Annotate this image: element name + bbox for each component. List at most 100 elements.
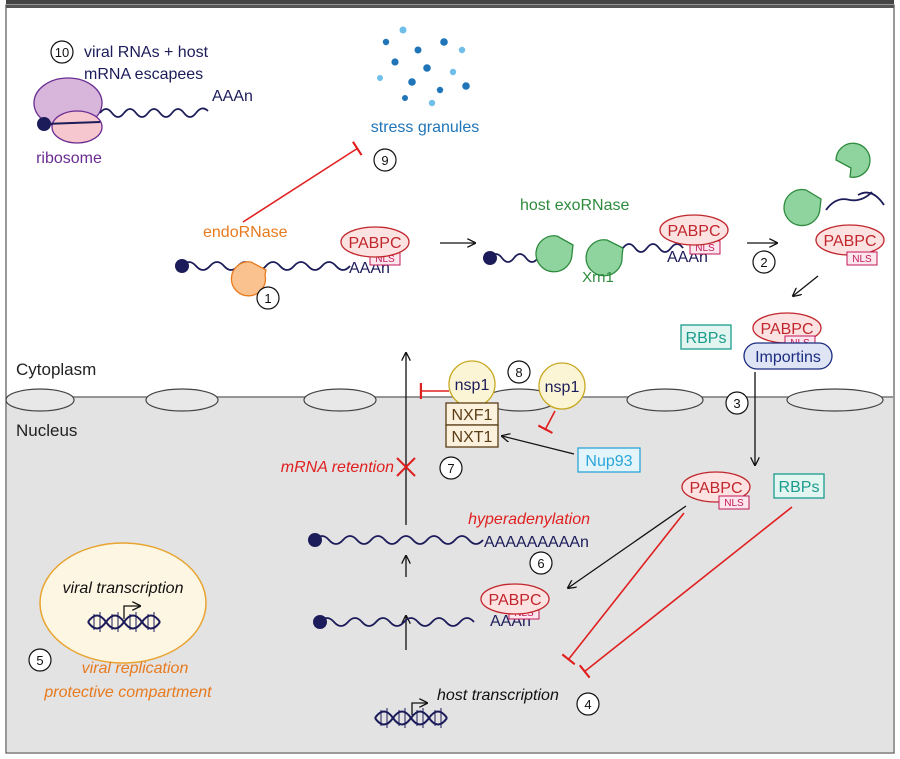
ribosome-caption-1: viral RNAs + host xyxy=(84,44,209,61)
step-7-marker xyxy=(439,456,463,480)
import-group: RBPs PABPC NLS Importins 3 xyxy=(680,312,833,465)
pabpc-shape xyxy=(681,471,751,503)
viral-compartment-group: viral transcription 5 viral replication … xyxy=(28,542,212,701)
host-transcription-label: host transcription xyxy=(437,687,559,704)
pabpc-text: PABPC xyxy=(823,233,876,250)
xrn1-label: Xrn1 xyxy=(582,269,614,286)
nup93-box xyxy=(577,447,641,473)
step-8-number: 8 xyxy=(515,365,522,380)
pabpc-text: PABPC xyxy=(760,321,813,338)
nxt1-text: NXT1 xyxy=(452,429,493,446)
nls-text: NLS xyxy=(695,243,715,254)
arrow-pabpc-to-mrna xyxy=(568,505,687,588)
pore xyxy=(5,388,75,412)
pabpc-shape xyxy=(659,214,729,246)
exornase-label: host exoRNase xyxy=(520,197,629,214)
fragment-free-1 xyxy=(825,191,873,211)
inhibition-pabpc-transcription xyxy=(561,512,685,666)
exornase-free-1 xyxy=(783,188,822,227)
long-polya: AAAAAAAAAn xyxy=(484,534,589,551)
xrn1-shape xyxy=(585,239,624,277)
arrow-to-import xyxy=(793,275,819,296)
pabpc-shape xyxy=(340,226,410,258)
nls-text: NLS xyxy=(375,254,395,265)
endornase-group: endoRNase AAAn NLS PABPC 1 xyxy=(175,224,410,310)
inhibition-nsp1-nup93 xyxy=(537,410,556,434)
endornase-label: endoRNase xyxy=(203,224,288,241)
step-6-marker xyxy=(529,551,553,575)
host-dna-icon xyxy=(374,708,448,728)
ribosome-group: AAAn ribosome 10 viral RNAs + host mRNA … xyxy=(33,40,253,167)
ribosome-small-subunit xyxy=(51,110,103,144)
nxf1-text: NXF1 xyxy=(452,407,493,424)
importins-text: Importins xyxy=(755,349,821,366)
step-6-number: 6 xyxy=(537,556,544,571)
pabpc-shape xyxy=(480,583,550,615)
nuclear-pores xyxy=(5,388,884,412)
hyperadenylation-label: hyperadenylation xyxy=(468,511,590,528)
fragment-free-2 xyxy=(857,191,885,206)
importins-shape xyxy=(743,342,833,370)
pabpc-text: PABPC xyxy=(689,480,742,497)
viral-dna-icon xyxy=(87,612,161,632)
nsp1-text-2: nsp1 xyxy=(545,379,580,396)
step-5-number: 5 xyxy=(36,653,43,668)
exornase-shape-1 xyxy=(535,235,574,273)
step-1-marker xyxy=(256,286,280,310)
step-4-marker xyxy=(576,692,600,716)
ribosome-caption-2: mRNA escapees xyxy=(84,66,203,83)
nsp1-text-1: nsp1 xyxy=(455,377,490,394)
fragment-3p xyxy=(622,243,684,253)
viral-replication-label-2: protective compartment xyxy=(43,684,212,701)
ribosome-label: ribosome xyxy=(36,150,102,167)
nxt1-box xyxy=(445,424,499,448)
fragment-5p xyxy=(489,253,539,263)
step-7-number: 7 xyxy=(447,461,454,476)
viral-promoter-arrow xyxy=(123,606,140,619)
endornase-shape xyxy=(230,261,267,297)
hyperadenylated-mrna xyxy=(314,535,484,545)
step-1-number: 1 xyxy=(264,291,271,306)
viral-replication-label-1: viral replication xyxy=(82,660,189,677)
nls-text: NLS xyxy=(852,254,872,265)
rbps-text-cyto: RBPs xyxy=(686,330,727,347)
step-9-marker xyxy=(373,148,397,172)
stress-granules-group: stress granules 9 xyxy=(242,26,480,223)
step-2-number: 2 xyxy=(760,255,767,270)
step-9-number: 9 xyxy=(381,153,388,168)
top-bar-2 xyxy=(6,5,894,8)
step-5-marker xyxy=(28,648,52,672)
rbps-text-nuc: RBPs xyxy=(779,479,820,496)
ribosome-polya: AAAn xyxy=(212,88,253,105)
nls-tag xyxy=(846,251,878,266)
pabpc-text: PABPC xyxy=(667,223,720,240)
mrna-retention-label: mRNA retention xyxy=(281,459,394,476)
exornase-group: host exoRNase Xrn1 AAAn NLS PABPC xyxy=(483,197,729,286)
viral-transcription-label: viral transcription xyxy=(63,580,184,597)
pore xyxy=(626,388,704,412)
cytoplasm-label: Cytoplasm xyxy=(16,360,96,379)
host-transcription-group: host transcription 4 xyxy=(374,687,600,728)
step-10-number: 10 xyxy=(55,45,69,60)
pabpc-text: PABPC xyxy=(488,592,541,609)
nup93-text: Nup93 xyxy=(585,453,632,470)
step-8-marker xyxy=(507,360,531,384)
escapee-mrna xyxy=(99,107,209,118)
pore xyxy=(145,388,219,412)
stress-granules-label: stress granules xyxy=(371,119,480,136)
block-x-2 xyxy=(396,457,416,477)
step-2-marker xyxy=(752,250,776,274)
nsp1-shape-2 xyxy=(538,362,586,410)
nuclear-mrna-group: hyperadenylation AAAAAAAAAn 6 AAAn NLS P… xyxy=(308,471,825,679)
step-3-number: 3 xyxy=(733,396,740,411)
host-mrna xyxy=(181,261,351,271)
top-bar xyxy=(6,0,894,4)
nls-text: NLS xyxy=(724,498,744,509)
pore xyxy=(303,388,377,412)
nls-tag xyxy=(718,495,750,510)
degraded-group: PABPC NLS 2 xyxy=(752,142,885,274)
pabpc-text: PABPC xyxy=(348,235,401,252)
rbps-box-cyto xyxy=(680,324,732,350)
